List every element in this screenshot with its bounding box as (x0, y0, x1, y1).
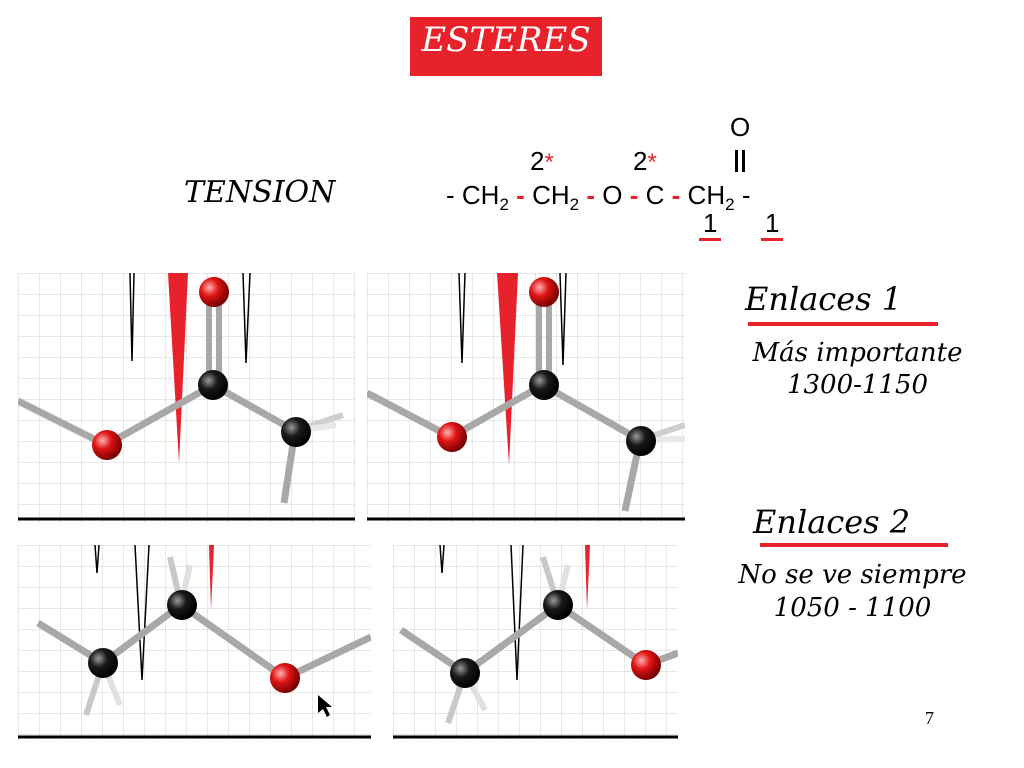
ester-formula: - CH2 - CH2 - O - C - CH2 - (446, 180, 751, 214)
vibration-panel-1 (18, 273, 355, 523)
mark-2-second: 2* (633, 146, 657, 176)
enlaces1-underline (748, 322, 938, 326)
enlaces1-line2: 1300-1150 (786, 370, 929, 400)
cursor-arrow-icon (318, 695, 332, 717)
slide-title: ESTERES (421, 20, 591, 60)
vibration-panel-2 (367, 273, 685, 523)
molecule-illustration-3 (18, 545, 371, 740)
tension-label: TENSION (184, 175, 336, 210)
vibration-panel-4 (393, 545, 678, 740)
mark-2-first: 2* (530, 146, 554, 176)
enlaces2-heading: Enlaces 2 (753, 503, 911, 541)
mark-1-second: 1 (761, 208, 784, 241)
enlaces2-line1: No se ve siempre (738, 560, 967, 590)
molecule-illustration-4 (393, 545, 678, 740)
title-banner (410, 17, 602, 76)
double-bond-icon (733, 150, 747, 172)
carbonyl-oxygen: O (730, 112, 751, 142)
enlaces1-line1: Más importante (752, 338, 963, 368)
enlaces2-line2: 1050 - 1100 (773, 593, 932, 623)
mark-1-first: 1 (699, 208, 722, 241)
page-number: 7 (925, 708, 934, 728)
molecule-illustration-1 (18, 273, 355, 523)
molecule-illustration-2 (367, 273, 685, 523)
enlaces1-heading: Enlaces 1 (745, 280, 903, 318)
enlaces2-underline (760, 543, 948, 547)
vibration-panel-3 (18, 545, 371, 740)
